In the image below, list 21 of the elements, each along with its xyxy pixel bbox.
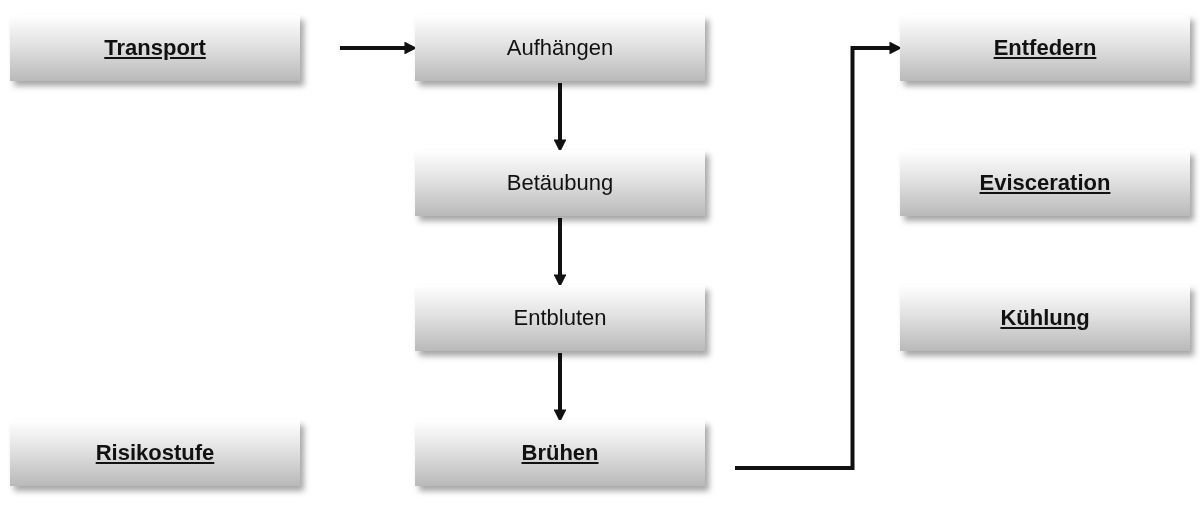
- step-label: Risikostufe: [95, 440, 215, 466]
- process-box: [900, 150, 1190, 216]
- step-label: Evisceration: [979, 170, 1111, 196]
- process-box: [900, 15, 1190, 81]
- process-box: [900, 285, 1190, 351]
- arrow: [553, 218, 567, 288]
- process-box: [415, 150, 705, 216]
- process-box: [415, 420, 705, 486]
- step-label: Kühlung: [1000, 305, 1090, 331]
- step-label: Betäubung: [506, 170, 614, 196]
- step-label: Entbluten: [513, 305, 607, 331]
- step-label: Brühen: [521, 440, 599, 466]
- step-label: Entfedern: [993, 35, 1097, 61]
- process-box: [415, 285, 705, 351]
- step-label: Aufhängen: [506, 35, 614, 61]
- process-box: [10, 15, 300, 81]
- arrow: [553, 353, 567, 423]
- arrow: [553, 83, 567, 153]
- process-box: [10, 420, 300, 486]
- step-label: Transport: [104, 35, 206, 61]
- process-box: [415, 15, 705, 81]
